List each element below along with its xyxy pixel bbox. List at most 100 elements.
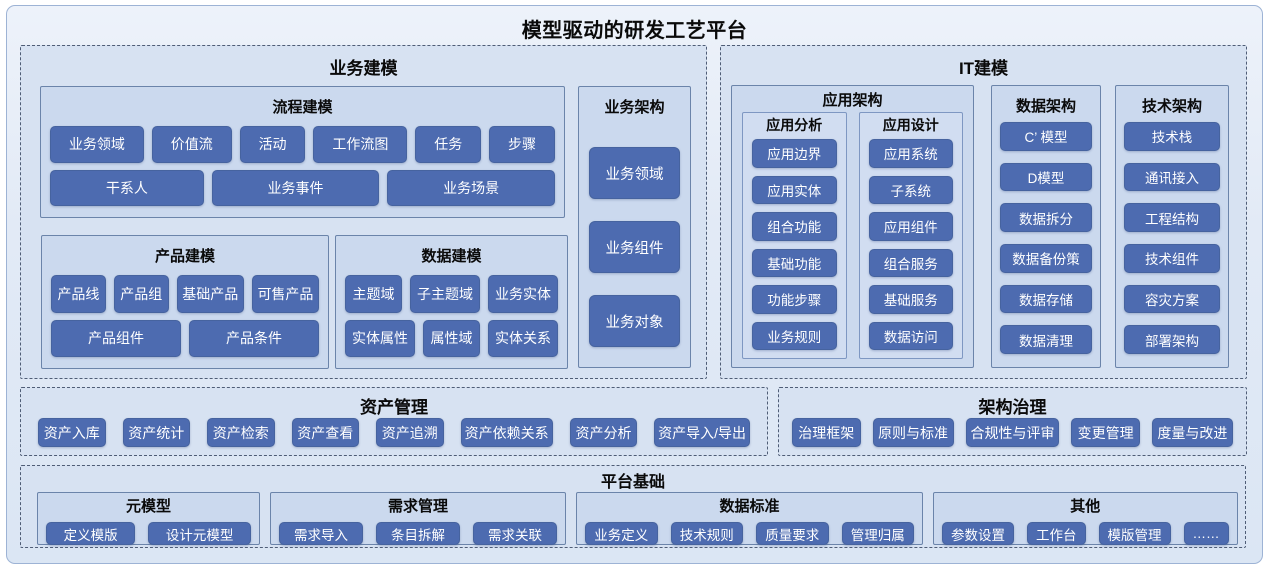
chip: 容灾方案: [1124, 284, 1220, 314]
chip: 任务: [415, 126, 482, 163]
panel-data-modeling: 数据建模 主题域子主题域业务实体 实体属性属性域实体关系: [335, 235, 568, 369]
chip: 设计元模型: [148, 522, 251, 545]
chip: 技术组件: [1124, 244, 1220, 273]
panel-title-product-modeling: 产品建模: [154, 248, 215, 265]
data-architecture-stack: C’ 模型 D模型数据拆分数据备份策数据存储数据清理: [992, 116, 1100, 367]
chip: 资产统计: [122, 418, 190, 447]
data-modeling-chip-rows: 主题域子主题域业务实体 实体属性属性域实体关系: [336, 266, 567, 368]
chip: 可售产品: [251, 275, 319, 313]
chip: 技术规则: [670, 522, 743, 545]
chip: 活动: [239, 126, 306, 163]
section-title-architecture-governance: 架构治理: [978, 398, 1047, 417]
chip: 子系统: [868, 175, 953, 204]
chip: 资产依赖关系: [460, 418, 553, 447]
chip: 数据备份策: [1000, 244, 1092, 273]
chip-row: 产品组件产品条件: [51, 319, 319, 357]
chip: 产品组: [113, 275, 169, 313]
subpanel-application-analysis: 应用分析 应用边界应用实体组合功能基础功能功能步骤业务规则: [742, 112, 847, 359]
chip: 工程结构: [1124, 203, 1220, 233]
panel-business-architecture: 业务架构 业务领域业务组件业务对象: [578, 86, 691, 368]
data-standard-chip-row: 业务定义技术规则质量要求管理归属: [577, 516, 922, 545]
chip-row: 实体属性属性域实体关系: [345, 319, 558, 357]
chip: 价值流: [151, 126, 232, 163]
application-design-stack: 应用系统子系统应用组件组合服务基础服务数据访问: [860, 135, 963, 358]
chip: 基础服务: [868, 285, 953, 314]
chip: 业务组件: [589, 221, 680, 273]
chip-row: 干系人业务事件业务场景: [50, 169, 556, 206]
chip: C’ 模型: [1000, 122, 1092, 151]
chip: 技术栈: [1124, 122, 1220, 151]
panel-process-modeling: 流程建模 业务领域价值流活动工作流图任务步骤 干系人业务事件业务场景: [40, 86, 565, 218]
subpanel-title-application-design: 应用设计: [882, 117, 939, 133]
panel-application-architecture: 应用架构 应用分析 应用边界应用实体组合功能基础功能功能步骤业务规则 应用设计 …: [731, 85, 974, 368]
panel-title-data-architecture: 数据架构: [1015, 98, 1076, 115]
chip: 工作流图: [313, 126, 408, 163]
section-title-business-modeling: 业务建模: [329, 59, 398, 78]
chip: 数据拆分: [1000, 203, 1092, 233]
technical-architecture-stack: 技术栈通讯接入工程结构技术组件容灾方案部署架构: [1116, 116, 1228, 367]
chip: 步骤: [489, 126, 555, 163]
panel-title-business-architecture: 业务架构: [604, 99, 665, 116]
chip: 数据访问: [868, 321, 953, 350]
governance-chip-row: 治理框架原则与标准合规性与评审变更管理度量与改进: [779, 418, 1246, 447]
chip: ……: [1183, 522, 1229, 545]
asset-management-chip-row: 资产入库资产统计资产检索资产查看资产追溯资产依赖关系资产分析资产导入/导出: [21, 418, 767, 447]
chip: 部署架构: [1124, 325, 1220, 355]
chip: 产品组件: [51, 319, 181, 357]
chip: 基础功能: [752, 248, 837, 277]
chip: 需求导入: [279, 522, 363, 545]
section-title-platform-base: 平台基础: [600, 474, 665, 491]
chip: 实体属性: [345, 319, 415, 357]
chip: 应用系统: [868, 139, 953, 168]
section-title-asset-management: 资产管理: [360, 398, 428, 417]
chip: 业务规则: [752, 321, 837, 350]
chip: 功能步骤: [752, 285, 837, 314]
section-architecture-governance: 架构治理 治理框架原则与标准合规性与评审变更管理度量与改进: [778, 387, 1247, 456]
platform-frame: 模型驱动的研发工艺平台 业务建模 流程建模 业务领域价值流活动工作流图任务步骤 …: [6, 5, 1263, 564]
chip: 工作台: [1027, 522, 1086, 545]
panel-title-others: 其他: [1070, 498, 1101, 515]
panel-title-technical-architecture: 技术架构: [1141, 98, 1202, 115]
panel-title-data-modeling: 数据建模: [421, 248, 482, 265]
chip: 资产分析: [569, 418, 638, 447]
chip: 资产追溯: [376, 418, 444, 447]
subpanel-title-application-analysis: 应用分析: [766, 117, 823, 133]
chip: 数据清理: [1000, 325, 1092, 355]
panel-title-data-standard: 数据标准: [719, 498, 780, 515]
chip: 质量要求: [756, 522, 829, 545]
chip: 应用边界: [752, 139, 837, 168]
chip-row: 产品线产品组基础产品可售产品: [51, 275, 319, 313]
chip: 参数设置: [942, 522, 1014, 545]
platform-base-panels: 元模型 定义模版设计元模型 需求管理 需求导入条目拆解需求关联 数据标准 业务定…: [21, 492, 1245, 545]
chip: 业务定义: [585, 522, 658, 545]
application-architecture-subpanels: 应用分析 应用边界应用实体组合功能基础功能功能步骤业务规则 应用设计 应用系统子…: [732, 110, 973, 367]
chip: 模版管理: [1098, 522, 1171, 545]
chip: 业务实体: [488, 275, 558, 313]
chip-row: 主题域子主题域业务实体: [345, 275, 558, 313]
chip: 业务领域: [589, 147, 680, 199]
chip: 合规性与评审: [965, 418, 1060, 447]
panel-product-modeling: 产品建模 产品线产品组基础产品可售产品 产品组件产品条件: [41, 235, 329, 369]
application-analysis-stack: 应用边界应用实体组合功能基础功能功能步骤业务规则: [743, 135, 846, 358]
panel-requirement-management: 需求管理 需求导入条目拆解需求关联: [270, 492, 566, 545]
chip: 治理框架: [792, 418, 861, 447]
section-business-modeling: 业务建模 流程建模 业务领域价值流活动工作流图任务步骤 干系人业务事件业务场景 …: [20, 45, 707, 379]
chip: 主题域: [345, 275, 402, 313]
chip: 业务对象: [589, 295, 680, 347]
panel-data-standard: 数据标准 业务定义技术规则质量要求管理归属: [576, 492, 923, 545]
requirement-chip-row: 需求导入条目拆解需求关联: [271, 516, 565, 545]
panel-others: 其他 参数设置工作台模版管理 ……: [933, 492, 1238, 545]
chip: 干系人: [50, 169, 204, 206]
chip: 资产查看: [291, 418, 359, 447]
chip: 应用组件: [868, 212, 953, 241]
section-asset-management: 资产管理 资产入库资产统计资产检索资产查看资产追溯资产依赖关系资产分析资产导入/…: [20, 387, 768, 456]
chip: 产品线: [51, 275, 106, 313]
section-platform-base: 平台基础 元模型 定义模版设计元模型 需求管理 需求导入条目拆解需求关联 数据标…: [20, 465, 1246, 548]
section-it-modeling: IT建模 应用架构 应用分析 应用边界应用实体组合功能基础功能功能步骤业务规则 …: [720, 45, 1247, 379]
chip-row: 业务领域价值流活动工作流图任务步骤: [50, 126, 555, 163]
page-title: 模型驱动的研发工艺平台: [521, 20, 748, 42]
chip: D模型: [1000, 162, 1092, 192]
chip: 实体关系: [488, 319, 558, 357]
panel-title-meta-model: 元模型: [125, 498, 171, 515]
chip: 数据存储: [1000, 284, 1092, 314]
